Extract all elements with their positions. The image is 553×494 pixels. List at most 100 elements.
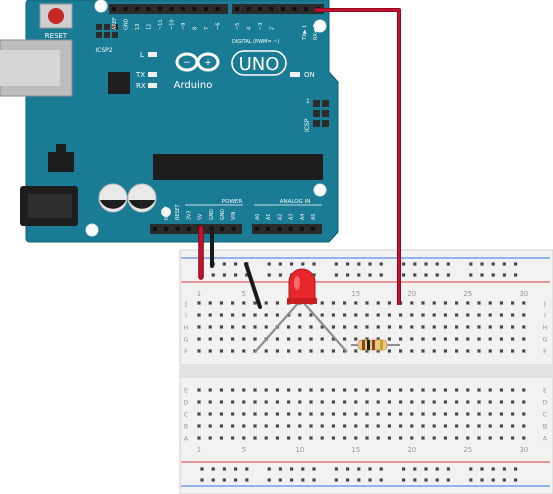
breadboard-hole <box>331 313 335 317</box>
breadboard-hole <box>432 301 436 305</box>
rail-hole <box>334 467 338 471</box>
breadboard-hole <box>477 436 481 440</box>
icsp-pin <box>313 100 320 107</box>
rail-hole <box>413 478 417 482</box>
digital-pin-label: 12 <box>147 24 153 30</box>
breadboard-hole <box>242 349 246 353</box>
header-pin <box>135 7 139 11</box>
resistor-band <box>380 340 383 350</box>
breadboard-hole <box>421 325 425 329</box>
rail-hole <box>301 478 305 482</box>
breadboard-hole <box>365 349 369 353</box>
breadboard-hole <box>387 337 391 341</box>
breadboard-hole <box>466 412 470 416</box>
header-pin <box>186 227 191 231</box>
breadboard-hole <box>343 436 347 440</box>
rail-hole <box>413 467 417 471</box>
header-pin <box>112 7 116 11</box>
rail-hole <box>211 478 215 482</box>
breadboard-hole <box>399 424 403 428</box>
breadboard-hole <box>253 400 257 404</box>
row-letter: G <box>542 336 547 344</box>
breadboard-hole <box>499 313 503 317</box>
breadboard-hole <box>466 349 470 353</box>
rail-hole <box>413 273 417 277</box>
breadboard-hole <box>320 349 324 353</box>
breadboard-hole <box>275 301 279 305</box>
breadboard-hole <box>287 337 291 341</box>
breadboard-hole <box>443 349 447 353</box>
rail-hole <box>312 273 316 277</box>
header-pin <box>181 7 185 11</box>
rail-hole <box>245 478 249 482</box>
rail-hole <box>446 273 450 277</box>
header-pin <box>299 227 304 231</box>
rail-hole <box>357 467 361 471</box>
rail-hole <box>278 467 282 471</box>
reset-label: RESET <box>45 32 68 40</box>
breadboard-hole <box>197 424 201 428</box>
breadboard-hole <box>320 325 324 329</box>
breadboard-hole <box>264 313 268 317</box>
rail-hole <box>469 478 473 482</box>
breadboard-hole <box>219 337 223 341</box>
breadboard-hole <box>499 412 503 416</box>
power-pin-label: GND <box>209 209 215 220</box>
rail-hole <box>435 478 439 482</box>
row-letter: F <box>543 348 547 356</box>
rail-hole <box>346 478 350 482</box>
resistor-band <box>362 340 365 350</box>
board-pcb <box>25 0 339 243</box>
breadboard-hole <box>309 388 313 392</box>
rail-hole <box>469 273 473 277</box>
breadboard-hole <box>399 325 403 329</box>
breadboard-hole <box>376 412 380 416</box>
breadboard-hole <box>309 412 313 416</box>
breadboard-hole <box>365 400 369 404</box>
analog-header <box>252 224 322 234</box>
rail-hole <box>346 262 350 266</box>
breadboard-hole <box>242 337 246 341</box>
rail-hole <box>514 262 518 266</box>
breadboard-hole <box>354 388 358 392</box>
mounting-hole <box>94 0 108 13</box>
breadboard-hole <box>387 388 391 392</box>
rail-hole <box>222 262 226 266</box>
power-label: POWER <box>222 199 243 205</box>
analog-pin-label: A2 <box>277 214 283 220</box>
breadboard-hole <box>320 424 324 428</box>
rail-hole <box>267 467 271 471</box>
breadboard-hole <box>309 325 313 329</box>
row-letter: D <box>542 399 547 407</box>
row-letter: F <box>184 348 188 356</box>
row-letter: E <box>184 387 188 395</box>
breadboard-hole <box>365 436 369 440</box>
digital-pin-label: GND <box>124 18 130 30</box>
breadboard-hole <box>365 337 369 341</box>
breadboard-hole <box>443 301 447 305</box>
breadboard-hole <box>387 349 391 353</box>
row-letter: E <box>543 387 547 395</box>
mounting-hole <box>313 19 327 33</box>
breadboard-hole <box>477 337 481 341</box>
rail-hole <box>424 478 428 482</box>
rail-hole <box>301 262 305 266</box>
breadboard-hole <box>298 436 302 440</box>
breadboard-hole <box>264 349 268 353</box>
rail-hole <box>480 262 484 266</box>
analog-pin-label: A0 <box>255 214 261 220</box>
rail-hole <box>514 273 518 277</box>
breadboard-hole <box>477 424 481 428</box>
breadboard-hole <box>522 337 526 341</box>
breadboard-hole <box>488 388 492 392</box>
breadboard-hole <box>219 325 223 329</box>
breadboard-hole <box>343 301 347 305</box>
breadboard-hole <box>242 400 246 404</box>
usb-connector-inner <box>0 50 60 86</box>
breadboard-hole <box>488 436 492 440</box>
breadboard-hole <box>253 436 257 440</box>
breadboard-hole <box>219 388 223 392</box>
breadboard-hole <box>443 412 447 416</box>
breadboard-hole <box>410 301 414 305</box>
breadboard-hole <box>522 412 526 416</box>
